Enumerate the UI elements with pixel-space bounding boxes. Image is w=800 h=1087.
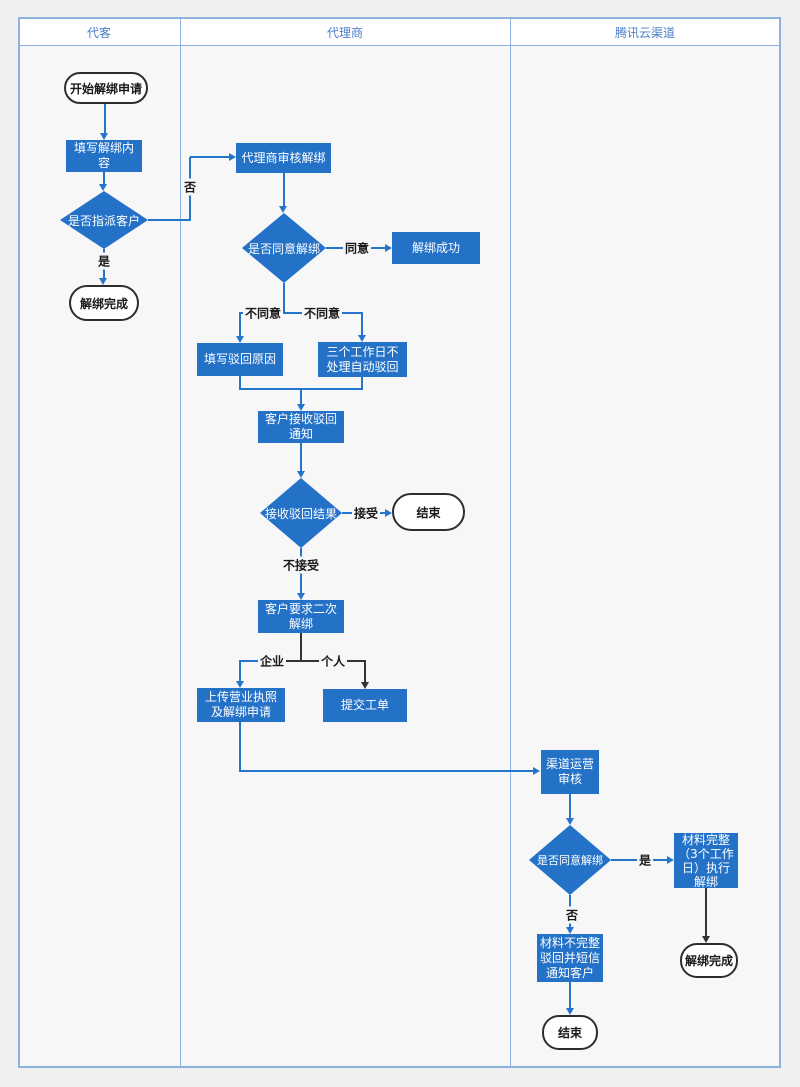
- edge-label-yes: 是: [636, 851, 654, 869]
- connector-line: [239, 770, 533, 772]
- lane-divider: [510, 17, 511, 1068]
- arrowhead-down: [99, 184, 107, 191]
- node-unbind-done-channel-terminator: 解绑完成: [680, 943, 738, 978]
- arrowhead-down: [236, 336, 244, 343]
- edge-label-disagree: 不同意: [242, 304, 284, 322]
- connector-line: [190, 156, 229, 158]
- lane-divider: [180, 17, 181, 1068]
- arrowhead-down: [297, 593, 305, 600]
- connector-line: [239, 722, 241, 772]
- arrowhead-down: [566, 927, 574, 934]
- arrowhead-down: [361, 682, 369, 689]
- node-upload-license: 上传营业执照及解绑申请: [197, 688, 285, 722]
- node-fill-unbind-content: 填写解绑内容: [66, 140, 142, 172]
- arrowhead-down: [297, 404, 305, 411]
- node-submit-ticket: 提交工单: [323, 689, 407, 722]
- arrowhead-right: [667, 856, 674, 864]
- node-unbind-done-terminator: 解绑完成: [69, 285, 139, 321]
- connector-line: [239, 376, 241, 390]
- arrowhead-down: [279, 206, 287, 213]
- arrowhead-down: [236, 681, 244, 688]
- edge-label-not-accept: 不接受: [280, 556, 322, 574]
- node-end-channel-terminator: 结束: [542, 1015, 598, 1050]
- swimlane-frame: [18, 17, 781, 1068]
- connector-line: [148, 219, 190, 221]
- connector-line: [569, 794, 571, 818]
- arrowhead-right: [385, 244, 392, 252]
- arrowhead-right: [385, 509, 392, 517]
- arrowhead-down: [99, 278, 107, 285]
- node-agent-review: 代理商审核解绑: [236, 143, 331, 173]
- edge-label-personal: 个人: [318, 652, 348, 670]
- edge-label-no: 否: [181, 178, 199, 196]
- connector-line: [705, 888, 707, 936]
- lane-title-proxy-customer: 代客: [86, 26, 112, 40]
- connector-line: [300, 388, 302, 404]
- node-unbind-success: 解绑成功: [392, 232, 480, 264]
- node-end-terminator: 结束: [392, 493, 465, 531]
- connector-line: [240, 660, 259, 662]
- node-start-terminator: 开始解绑申请: [64, 72, 148, 104]
- node-auto-reject: 三个工作日不处理自动驳回: [318, 342, 407, 377]
- connector-line: [103, 172, 105, 184]
- node-second-unbind-request: 客户要求二次解绑: [258, 600, 344, 633]
- connector-line: [300, 443, 302, 471]
- arrowhead-down: [566, 818, 574, 825]
- connector-line: [283, 173, 285, 206]
- lane-title-agent: 代理商: [326, 26, 364, 40]
- connector-line: [239, 660, 241, 681]
- node-material-complete: 材料完整（3个工作日）执行解绑: [674, 833, 738, 889]
- node-material-incomplete: 材料不完整驳回并短信通知客户: [537, 934, 603, 982]
- arrowhead-down: [566, 1008, 574, 1015]
- edge-label-disagree: 不同意: [301, 304, 343, 322]
- connector-line: [239, 312, 241, 336]
- node-fill-reject-reason: 填写驳回原因: [197, 343, 283, 376]
- connector-line: [364, 660, 366, 682]
- connector-line: [300, 633, 302, 662]
- edge-label-yes: 是: [95, 252, 113, 270]
- arrowhead-right: [533, 767, 540, 775]
- swimlane-header-row: [18, 17, 781, 46]
- arrowhead-down: [297, 471, 305, 478]
- node-receive-reject-notice: 客户接收驳回通知: [258, 411, 344, 443]
- edge-label-agree: 同意: [342, 239, 372, 257]
- edge-label-enterprise: 企业: [257, 652, 287, 670]
- connector-line: [285, 660, 301, 662]
- connector-line: [283, 283, 285, 314]
- lane-title-tencent-cloud-channel: 腾讯云渠道: [614, 26, 676, 40]
- edge-label-accept: 接受: [351, 504, 381, 522]
- connector-line: [569, 982, 571, 1008]
- arrowhead-down: [358, 335, 366, 342]
- connector-line: [361, 312, 363, 335]
- arrowhead-down: [702, 936, 710, 943]
- connector-line: [361, 377, 363, 390]
- arrowhead-right: [229, 153, 236, 161]
- node-channel-review: 渠道运营审核: [541, 750, 599, 794]
- edge-label-no: 否: [563, 906, 581, 924]
- arrowhead-down: [100, 133, 108, 140]
- connector-line: [104, 104, 106, 133]
